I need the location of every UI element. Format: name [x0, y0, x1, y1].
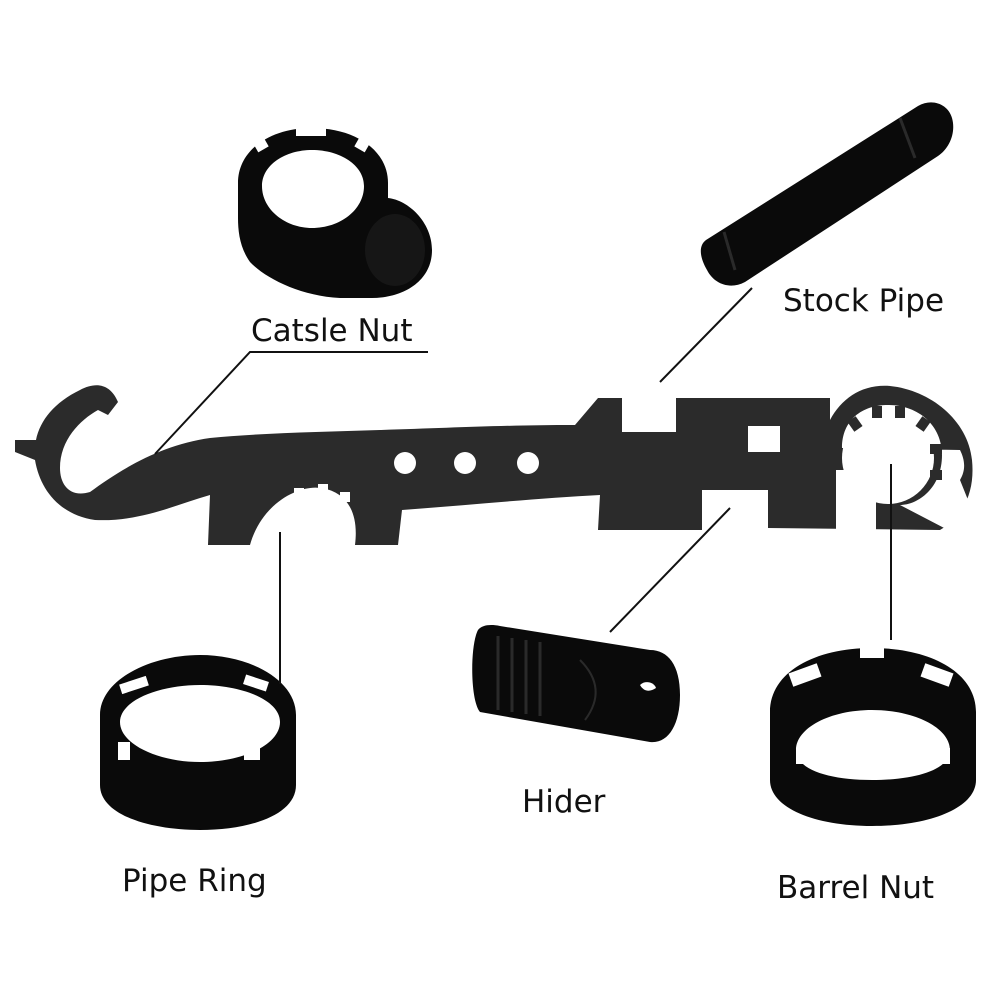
label-stock-pipe: Stock Pipe [783, 283, 945, 319]
leader-hider [609, 507, 731, 633]
label-catsle-nut: Catsle Nut [251, 313, 413, 349]
leader-lines [154, 287, 892, 684]
label-barrel-nut: Barrel Nut [777, 870, 935, 906]
armorer-wrench [15, 385, 976, 545]
castle-nut-part [238, 126, 432, 298]
stock-pipe-part [700, 102, 954, 286]
barrel-nut-part [770, 648, 976, 826]
label-hider: Hider [522, 784, 606, 820]
label-pipe-ring: Pipe Ring [122, 863, 267, 899]
pipe-ring-part [100, 655, 296, 830]
leader-catsle-nut [154, 351, 428, 455]
leader-stock-pipe [659, 287, 753, 383]
flash-hider-part [472, 625, 680, 743]
